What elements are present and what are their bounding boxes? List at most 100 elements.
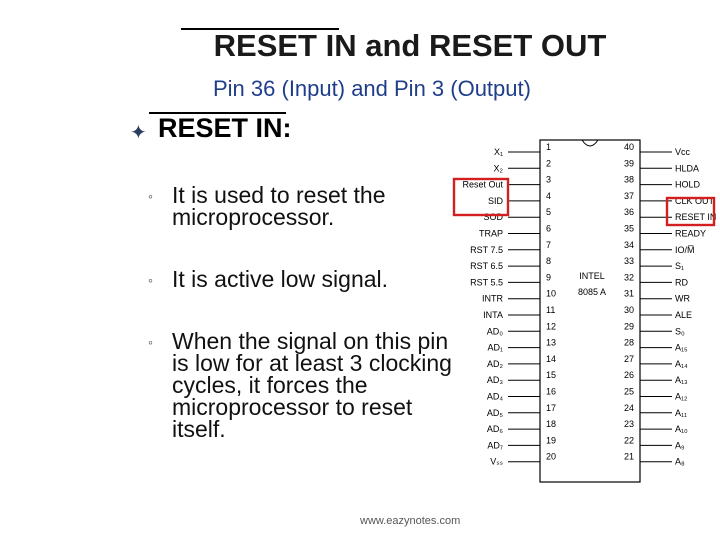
- pin-number: 7: [546, 240, 551, 250]
- pin-label: CLK OUT: [675, 196, 715, 206]
- pin-number: 3: [546, 175, 551, 185]
- pin-number: 35: [624, 224, 634, 234]
- reset-out-highlight: [452, 177, 510, 217]
- pin-number: 20: [546, 452, 556, 462]
- pin-label: AD₁: [487, 343, 503, 353]
- pin-number: 11: [546, 305, 555, 315]
- pin-number: 8: [546, 256, 551, 266]
- pin-number: 6: [546, 224, 551, 234]
- pin-number: 12: [546, 321, 556, 331]
- pin-number: 24: [624, 403, 634, 413]
- pin-label: S₀: [675, 326, 685, 336]
- bullet-item: ◦ It is active low signal.: [148, 266, 432, 292]
- pin-label: AD₆: [487, 424, 504, 434]
- pin-label: SOD: [483, 212, 503, 222]
- slide-subtitle: Pin 36 (Input) and Pin 3 (Output): [213, 76, 531, 101]
- pin-number: 21: [624, 452, 634, 462]
- pin-label: AD₀: [487, 326, 504, 336]
- pin-label: RST 6.5: [470, 261, 503, 271]
- pin-number: 16: [546, 387, 556, 397]
- pin-label: Reset Out: [462, 180, 503, 190]
- section-heading: RESET IN:: [158, 113, 292, 143]
- pin-label: RD: [675, 277, 688, 287]
- pin-label: Vᴄᴄ: [675, 147, 691, 157]
- pin-number: 40: [624, 142, 634, 152]
- pin-label: A₁₃: [675, 375, 688, 385]
- pin-label: A₈: [675, 457, 685, 467]
- bullet-dot-icon: ◦: [148, 188, 153, 204]
- pin-label: HLDA: [675, 163, 699, 173]
- pin-number: 39: [624, 158, 634, 168]
- pin-label: READY: [675, 229, 706, 239]
- pin-label: RESET IN: [675, 212, 716, 222]
- pin-number: 19: [546, 435, 556, 445]
- pin-number: 30: [624, 305, 634, 315]
- pin-number: 1: [546, 142, 551, 152]
- pin-number: 17: [546, 403, 556, 413]
- pin-number: 5: [546, 207, 551, 217]
- pin-label: A₉: [675, 440, 685, 450]
- chip-label-line1: INTEL: [579, 271, 605, 281]
- bullet-text: It is active low signal.: [172, 266, 389, 292]
- pin-label: WR: [675, 294, 690, 304]
- pin-number: 25: [624, 387, 634, 397]
- pin-number: 14: [546, 354, 556, 364]
- pin-label: A₁₁: [675, 408, 687, 418]
- pin-number: 38: [624, 175, 634, 185]
- pin-label: IO/M̅: [675, 245, 695, 255]
- bullet-dot-icon: ◦: [148, 272, 153, 288]
- pin-label: AD₅: [487, 408, 504, 418]
- pin-number: 9: [546, 272, 551, 282]
- bullet-item: ◦ It is used to reset the microprocessor…: [148, 182, 432, 230]
- heading-bullet-icon: ✦: [130, 122, 147, 144]
- pin-number: 23: [624, 419, 634, 429]
- heading-overbar: [149, 112, 286, 114]
- pin-label: TRAP: [479, 229, 503, 239]
- pin-number: 26: [624, 370, 634, 380]
- pin-label: A₁₀: [675, 424, 688, 434]
- pin-number: 4: [546, 191, 551, 201]
- pin-number: 31: [624, 289, 634, 299]
- pin-label: AD₂: [487, 359, 504, 369]
- pin-number: 2: [546, 158, 551, 168]
- pin-label: Vₛₛ: [490, 457, 503, 467]
- pin-label: A₁₅: [675, 343, 688, 353]
- pin-number: 34: [624, 240, 634, 250]
- pin-label: RST 7.5: [470, 245, 503, 255]
- pin-label: RST 5.5: [470, 277, 503, 287]
- chip-notch: [581, 139, 599, 147]
- footer-watermark: www.eazynotes.com: [360, 515, 461, 527]
- pin-label: S₁: [675, 261, 684, 271]
- pin-label: SID: [488, 196, 504, 206]
- pin-number: 28: [624, 338, 634, 348]
- bullet-text: When the signal on this pin is low for a…: [172, 328, 452, 442]
- pin-number: 10: [546, 289, 556, 299]
- pin-number: 13: [546, 338, 556, 348]
- pin-number: 32: [624, 272, 634, 282]
- pin-number: 22: [624, 435, 634, 445]
- pin-label: A₁₄: [675, 359, 688, 369]
- pin-number: 29: [624, 321, 634, 331]
- pin-label: AD₇: [487, 440, 503, 450]
- reset-in-highlight: [665, 196, 716, 227]
- pin-number: 33: [624, 256, 634, 266]
- pin-label: X₂: [494, 163, 504, 173]
- slide-title: RESET IN and RESET OUT: [213, 28, 607, 63]
- bullet-text: It is used to reset the microprocessor.: [172, 182, 386, 230]
- pin-label: A₁₂: [675, 392, 688, 402]
- pin-number: 18: [546, 419, 556, 429]
- pin-label: AD₄: [487, 392, 504, 402]
- pin-label: INTA: [483, 310, 503, 320]
- pin-number: 36: [624, 207, 634, 217]
- pin-label: AD₃: [487, 375, 504, 385]
- pin-label: INTR: [482, 294, 503, 304]
- pin-number: 37: [624, 191, 634, 201]
- bullet-dot-icon: ◦: [148, 334, 153, 350]
- title-overbar: [181, 28, 339, 30]
- pin-label: HOLD: [675, 180, 701, 190]
- chip-body: [539, 139, 641, 483]
- pin-label: X₁: [494, 147, 503, 157]
